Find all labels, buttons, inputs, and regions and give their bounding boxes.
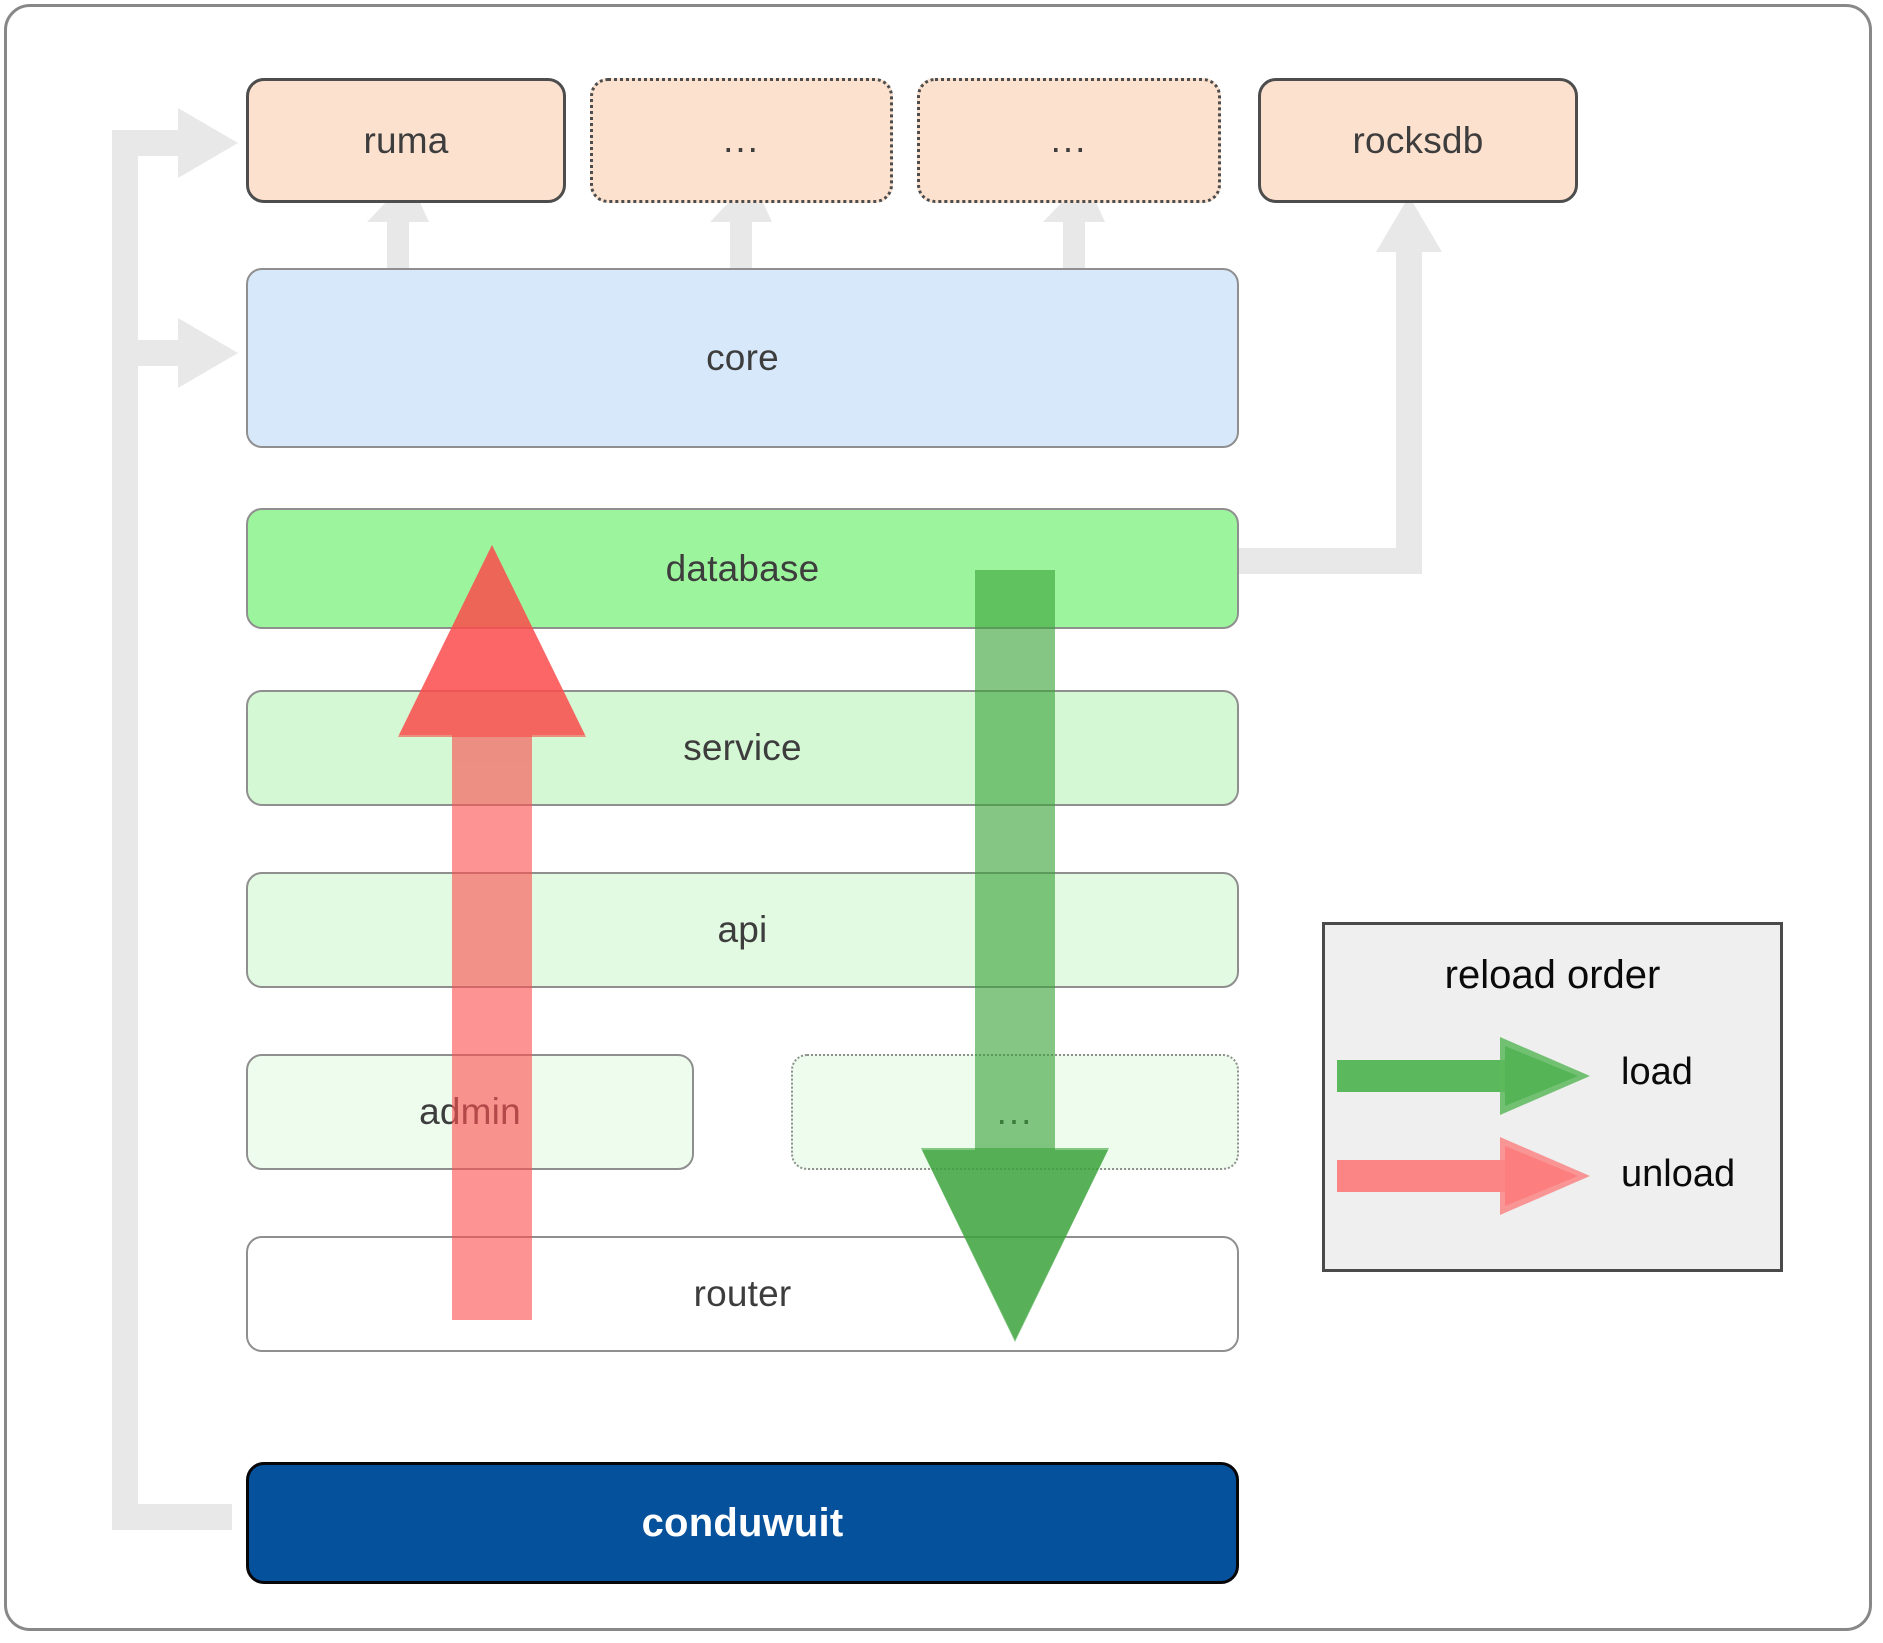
arrowhead-to-core <box>178 318 238 388</box>
layer-label-api: api <box>717 909 768 950</box>
dependency-label-rocksdb: rocksdb <box>1352 119 1484 161</box>
layer-label-router: router <box>693 1273 792 1314</box>
layer-node-database[interactable]: database <box>246 508 1239 629</box>
legend-panel: reload order load unload <box>1322 922 1783 1272</box>
legend-title: reload order <box>1444 953 1661 997</box>
dependency-node-ruma[interactable]: ruma <box>246 78 566 203</box>
layer-node-router[interactable]: router <box>246 1236 1239 1352</box>
dependency-node-rocksdb[interactable]: rocksdb <box>1258 78 1578 203</box>
connector-database-to-rocksdb <box>1236 196 1442 574</box>
legend-load-arrow-icon <box>1337 1037 1590 1115</box>
layer-label-core: core <box>706 337 779 378</box>
legend-label-load: load <box>1621 1051 1693 1093</box>
layer-node-admin[interactable]: admin <box>246 1054 694 1170</box>
dependency-node-placeholder-1[interactable]: ... <box>590 78 893 203</box>
layer-node-placeholder[interactable]: ... <box>791 1054 1239 1170</box>
connector-conduwuit-to-deps <box>112 130 232 1530</box>
arrowhead-to-ruma <box>178 108 238 178</box>
layer-label-admin: admin <box>419 1091 521 1132</box>
layer-label-database: database <box>665 547 820 589</box>
dependency-node-placeholder-2[interactable]: ... <box>917 78 1221 203</box>
dependency-label-placeholder-1: ... <box>723 119 760 161</box>
legend-label-unload: unload <box>1621 1153 1736 1195</box>
legend-unload-arrow-icon <box>1337 1137 1590 1215</box>
dependency-label-ruma: ruma <box>363 119 449 161</box>
layer-node-service[interactable]: service <box>246 690 1239 806</box>
dependency-label-placeholder-2: ... <box>1050 119 1088 161</box>
legend-arrow-graphics <box>1337 1037 1590 1215</box>
binary-label-conduwuit: conduwuit <box>641 1500 844 1545</box>
binary-node-conduwuit[interactable]: conduwuit <box>246 1462 1239 1584</box>
layer-node-core[interactable]: core <box>246 268 1239 448</box>
layer-node-api[interactable]: api <box>246 872 1239 988</box>
layer-label-service: service <box>683 727 802 768</box>
layer-label-placeholder: ... <box>996 1090 1034 1132</box>
